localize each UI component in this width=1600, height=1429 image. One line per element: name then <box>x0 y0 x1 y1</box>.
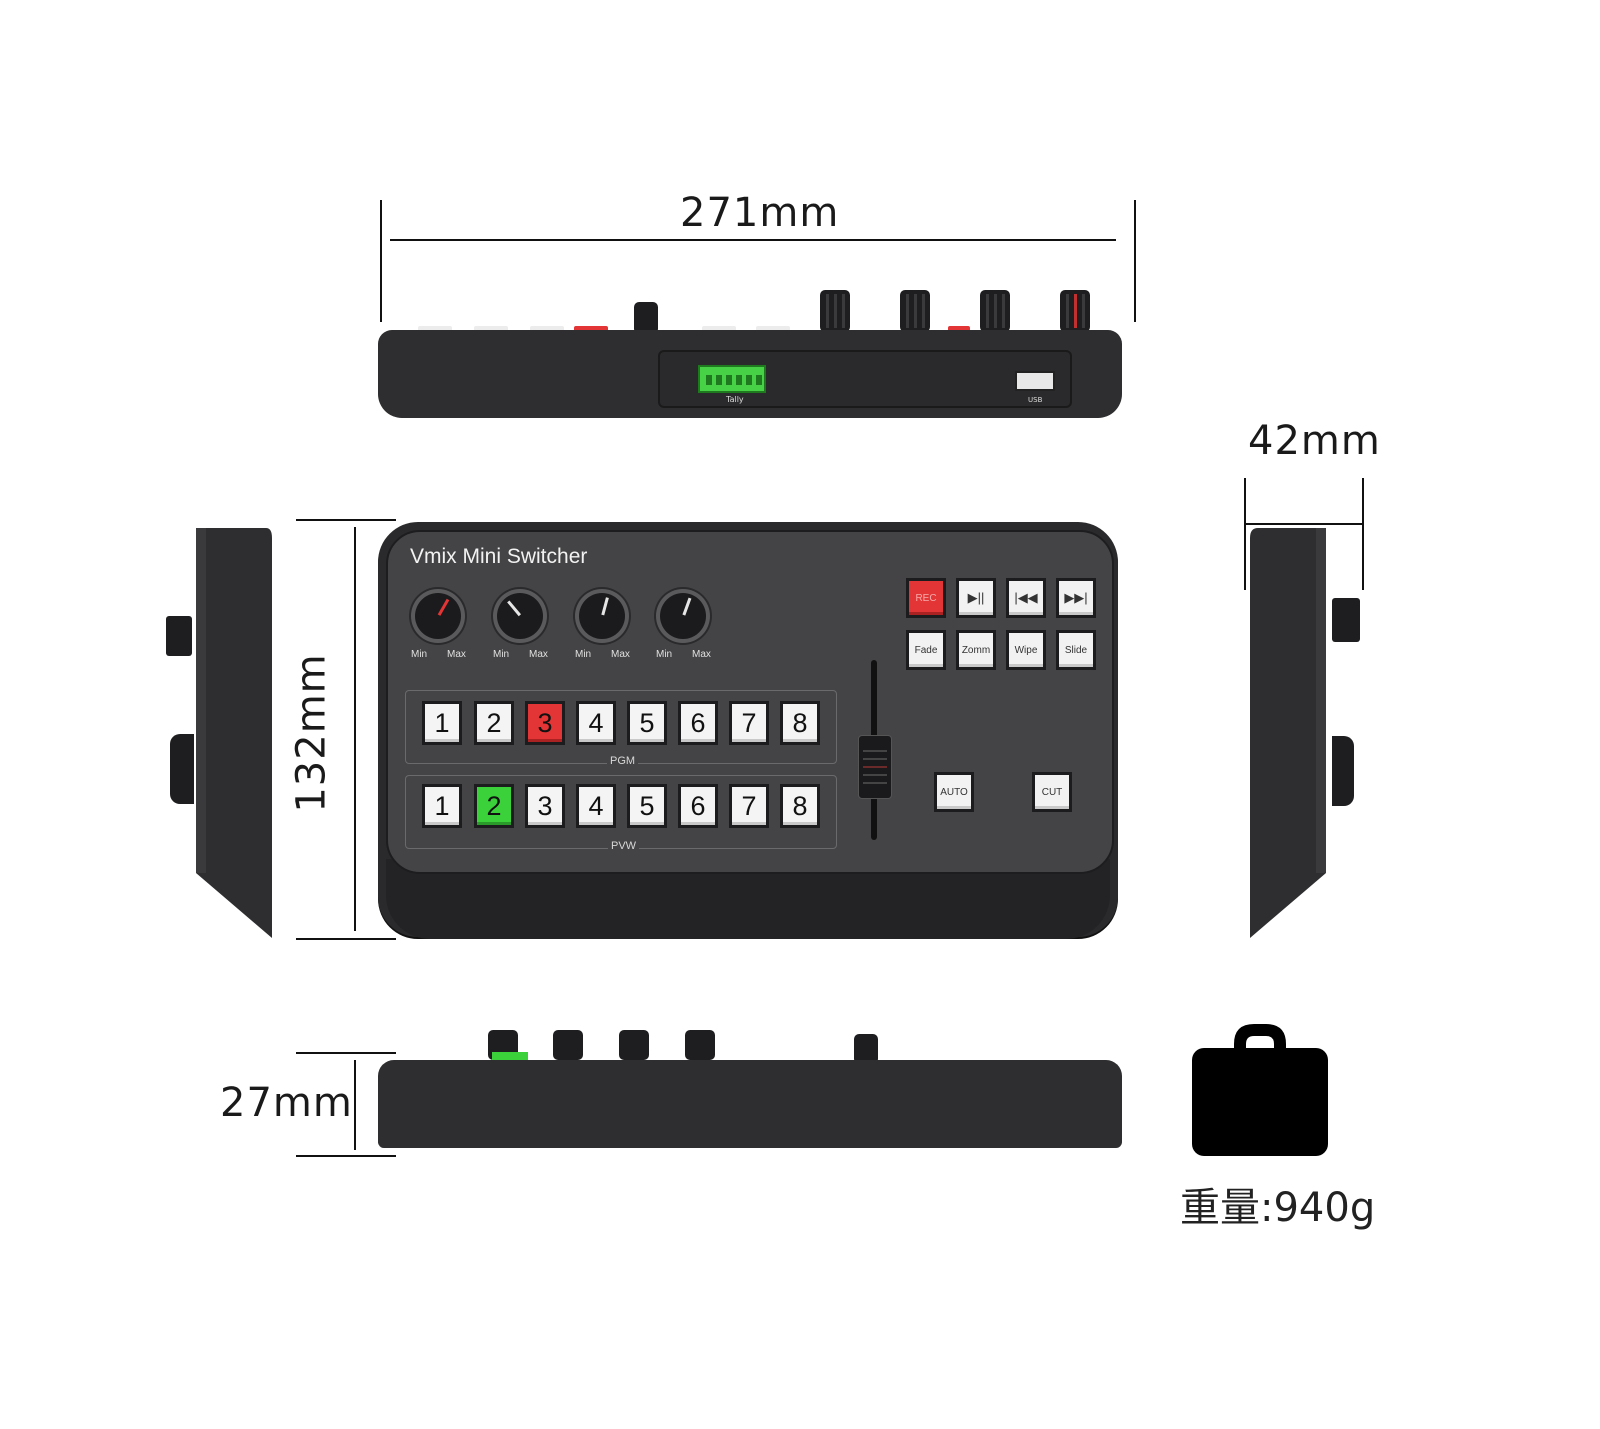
width-ext-line-left <box>380 200 382 322</box>
tally-port-label: Tally <box>726 395 744 404</box>
length-ext-line-bottom <box>296 938 396 940</box>
height-dim-line <box>354 1060 356 1150</box>
height-dim-label: 27mm <box>220 1080 353 1126</box>
knob-max-label: Max <box>611 649 630 660</box>
usb-port-icon <box>1015 371 1055 391</box>
knob-max-label: Max <box>529 649 548 660</box>
fade-button[interactable]: Fade <box>906 630 946 670</box>
tally-port-icon <box>698 365 766 393</box>
pgm-key-7[interactable]: 7 <box>729 701 769 745</box>
device-title: Vmix Mini Switcher <box>410 545 588 568</box>
knob-max-label: Max <box>447 649 466 660</box>
pgm-bus-label: PGM <box>607 755 639 767</box>
tbar-handle[interactable] <box>858 735 892 799</box>
usb-port-label: USB <box>1028 396 1043 404</box>
knob-min-label: Min <box>575 649 592 660</box>
pgm-key-5[interactable]: 5 <box>627 701 667 745</box>
right-side-knob-icon <box>1332 598 1360 642</box>
left-side-knob-icon <box>166 616 192 656</box>
depth-dim-line <box>1244 523 1362 525</box>
rec-button[interactable]: REC <box>906 578 946 618</box>
height-ext-line-bottom <box>296 1155 396 1157</box>
knob-edge-icon <box>1060 290 1090 332</box>
width-dim-label: 271mm <box>680 190 840 236</box>
pgm-key-2[interactable]: 2 <box>474 701 514 745</box>
left-side-view <box>196 528 272 938</box>
length-dim-label: 132mm <box>288 653 335 813</box>
knob-min-label: Min <box>411 649 428 660</box>
pvw-key-6[interactable]: 6 <box>678 784 718 828</box>
briefcase-weight-icon <box>1192 1024 1328 1156</box>
knob-min-label: Min <box>493 649 510 660</box>
play-pause-button[interactable]: ▶|| <box>956 578 996 618</box>
width-ext-line-right <box>1134 200 1136 322</box>
right-side-view <box>1250 528 1326 938</box>
depth-ext-line-right <box>1362 478 1364 590</box>
pvw-key-7[interactable]: 7 <box>729 784 769 828</box>
pgm-key-3[interactable]: 3 <box>525 701 565 745</box>
pgm-key-8[interactable]: 8 <box>780 701 820 745</box>
slide-button[interactable]: Slide <box>1056 630 1096 670</box>
width-dim-line <box>390 239 1116 241</box>
length-dim-line <box>354 527 356 931</box>
height-ext-line-top <box>296 1052 396 1054</box>
pgm-key-4[interactable]: 4 <box>576 701 616 745</box>
knob-edge-icon <box>980 290 1010 332</box>
pvw-key-5[interactable]: 5 <box>627 784 667 828</box>
knob-edge-icon <box>685 1030 715 1060</box>
cut-button[interactable]: CUT <box>1032 772 1072 812</box>
pvw-key-3[interactable]: 3 <box>525 784 565 828</box>
auto-button[interactable]: AUTO <box>934 772 974 812</box>
pvw-bus-label: PVW <box>608 840 640 852</box>
pvw-key-8[interactable]: 8 <box>780 784 820 828</box>
audio-knob-2[interactable] <box>497 593 543 639</box>
pgm-key-1[interactable]: 1 <box>422 701 462 745</box>
knob-edge-icon <box>900 290 930 332</box>
audio-knob-3[interactable] <box>579 593 625 639</box>
weight-label: 重量:940g <box>1180 1185 1376 1231</box>
knob-edge-icon <box>820 290 850 332</box>
wipe-button[interactable]: Wipe <box>1006 630 1046 670</box>
pgm-bus-frame <box>405 690 837 764</box>
audio-knob-4[interactable] <box>660 593 706 639</box>
pvw-key-1[interactable]: 1 <box>422 784 462 828</box>
front-edge-body <box>378 1060 1122 1148</box>
rewind-button[interactable]: |◀◀ <box>1006 578 1046 618</box>
knob-edge-icon <box>619 1030 649 1060</box>
pvw-bus-frame <box>405 775 837 849</box>
tbar-edge-icon <box>854 1034 878 1064</box>
right-side-tbar-icon <box>1332 736 1354 806</box>
length-ext-line-top <box>296 519 396 521</box>
pvw-key-2[interactable]: 2 <box>474 784 514 828</box>
depth-ext-line-left <box>1244 478 1246 590</box>
pvw-key-4[interactable]: 4 <box>576 784 616 828</box>
tbar-edge-icon <box>634 302 658 334</box>
green-indicator <box>492 1052 528 1060</box>
depth-dim-label: 42mm <box>1248 418 1381 464</box>
audio-knob-1[interactable] <box>415 593 461 639</box>
knob-edge-icon <box>553 1030 583 1060</box>
pgm-key-6[interactable]: 6 <box>678 701 718 745</box>
fast-forward-button[interactable]: ▶▶| <box>1056 578 1096 618</box>
left-side-tbar-icon <box>170 734 194 804</box>
knob-min-label: Min <box>656 649 673 660</box>
knob-max-label: Max <box>692 649 711 660</box>
zoom-button[interactable]: Zomm <box>956 630 996 670</box>
